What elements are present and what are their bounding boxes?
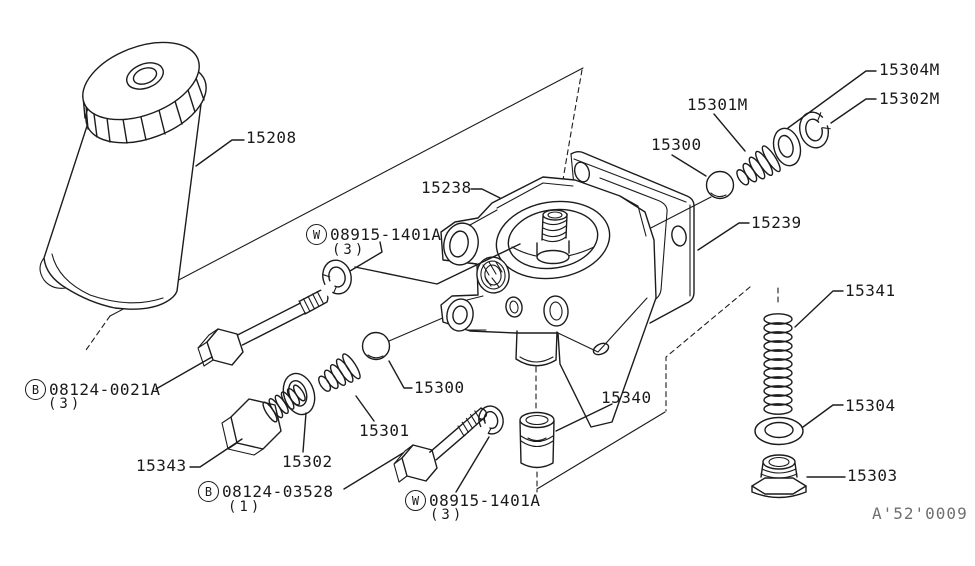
washer-15302 [282, 372, 316, 416]
long-bolt-drawing [197, 259, 352, 367]
part-label-15302m: 15302M [879, 89, 940, 108]
bracket-drawing [440, 176, 657, 428]
short-bolt-drawing [393, 405, 555, 483]
bolt-0021a-qty: (3) [48, 396, 83, 412]
check-ball-top [705, 170, 735, 200]
leader-lines [155, 70, 877, 493]
washer-1401a-top-number: 08915-1401A [330, 225, 442, 244]
snap-ring-15302m [798, 107, 841, 149]
part-label-15341: 15341 [845, 281, 896, 300]
part-label-bolt-0021a: B 08124-0021A [25, 379, 160, 400]
part-label-15343: 15343 [136, 456, 187, 475]
piston-15340 [519, 411, 555, 469]
valve-set-right [751, 313, 807, 499]
washer-prefix-icon: W [306, 224, 327, 245]
drawing-code: A'52'0009 [872, 504, 968, 523]
part-label-washer-1401a-bottom: W 08915-1401A [405, 490, 540, 511]
part-label-15238: 15238 [421, 178, 472, 197]
bolt-prefix-icon: B [25, 379, 46, 400]
washer-1401a-bottom-qty: (3) [430, 507, 465, 523]
spring-15301 [318, 353, 361, 392]
part-label-15302: 15302 [282, 452, 333, 471]
washer-15304 [754, 416, 804, 446]
part-label-15304: 15304 [845, 396, 896, 415]
washer-prefix-icon: W [405, 490, 426, 511]
filter-flutes [82, 77, 205, 144]
bolt-0021a-number: 08124-0021A [49, 380, 161, 399]
lock-washer-top [319, 259, 352, 299]
spring-15301m [736, 145, 781, 186]
part-label-15300-top: 15300 [651, 135, 702, 154]
spring-15341 [763, 313, 793, 415]
part-label-15340: 15340 [601, 388, 652, 407]
part-label-15301: 15301 [359, 421, 410, 440]
part-label-15239: 15239 [751, 213, 802, 232]
washer-1401a-bottom-number: 08915-1401A [429, 491, 541, 510]
bolt-03528-number: 08124-03528 [222, 482, 334, 501]
part-label-15208: 15208 [246, 128, 297, 147]
part-label-15300-mid: 15300 [414, 378, 465, 397]
part-label-15303: 15303 [847, 466, 898, 485]
part-label-bolt-03528: B 08124-03528 [198, 481, 333, 502]
check-ball-mid [361, 331, 391, 361]
lock-washer-bottom [475, 405, 504, 440]
bolt-prefix-icon: B [198, 481, 219, 502]
part-label-washer-1401a-top: W 08915-1401A [306, 224, 441, 245]
valve-set-top [705, 107, 841, 200]
washer-1401a-top-qty: (3) [332, 242, 367, 258]
part-label-15304m: 15304M [879, 60, 940, 79]
oil-filter-drawing [39, 41, 207, 310]
washer-15304m [772, 127, 802, 167]
part-label-15301m: 15301M [687, 95, 748, 114]
bolt-03528-qty: (1) [228, 499, 263, 515]
plug-15303 [751, 454, 807, 499]
